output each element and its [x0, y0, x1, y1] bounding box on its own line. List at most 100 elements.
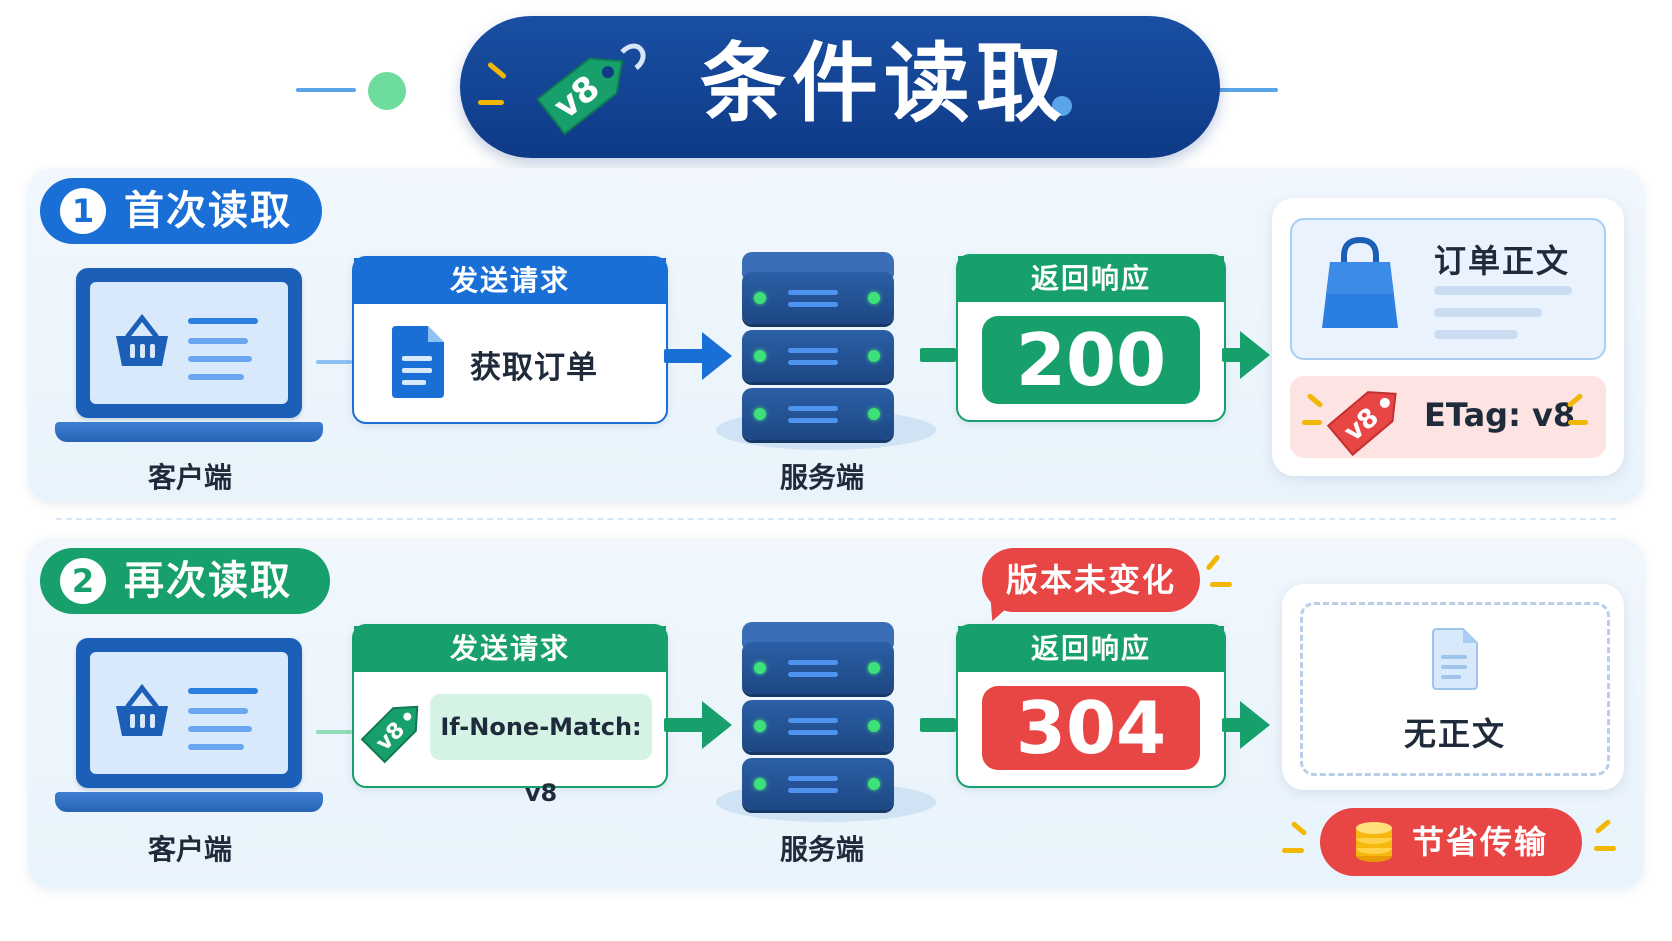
order-body-box: 订单正文	[1290, 218, 1606, 360]
connector-line	[316, 360, 352, 364]
server-led	[868, 292, 880, 304]
screen-line	[188, 726, 252, 732]
request-arrow-2	[664, 718, 704, 732]
laptop-display	[90, 652, 288, 774]
server-led	[754, 778, 766, 790]
request-card-1: 发送请求 获取订单	[352, 256, 668, 424]
response-arrow-head-1	[1240, 331, 1270, 379]
server-led	[754, 662, 766, 674]
client-label-1: 客户端	[147, 461, 232, 494]
response-card-1: 返回响应 200	[956, 254, 1226, 422]
screen-line	[188, 708, 248, 714]
status-code-200: 200	[982, 316, 1200, 404]
server-unit	[742, 272, 894, 324]
screen-line	[188, 374, 244, 380]
saving-badge: 节省传输	[1320, 808, 1582, 876]
header-deco-line-right	[1216, 88, 1278, 92]
title-spark	[486, 61, 508, 80]
document-icon	[392, 326, 444, 398]
result-panel-2: 无正文	[1282, 584, 1624, 790]
server-slot	[788, 348, 838, 353]
version-tag-icon: v8	[536, 43, 646, 136]
server-slot	[788, 788, 838, 793]
laptop-screen	[76, 638, 302, 788]
server-led	[868, 662, 880, 674]
server-connector-1	[920, 348, 956, 362]
server-slot	[788, 302, 838, 307]
response-card-2: 返回响应 304	[956, 624, 1226, 788]
server-led	[868, 408, 880, 420]
section-1-title: 首次读取	[124, 188, 292, 234]
server-unit	[742, 700, 894, 752]
callout-spark	[1210, 582, 1232, 587]
request-card-2: 发送请求 v8 If-None-Match: v8	[352, 624, 668, 807]
text-line	[1434, 330, 1518, 339]
server-label-2: 服务端	[779, 833, 864, 866]
server-slot	[788, 360, 838, 365]
basket-icon	[116, 683, 168, 736]
title-dot	[1052, 96, 1072, 116]
request-body: 获取订单	[470, 350, 598, 386]
title-banner: v8	[460, 16, 1220, 158]
header-deco-dot-left	[368, 72, 406, 110]
server-led	[868, 350, 880, 362]
request-arrow-1	[664, 349, 704, 363]
if-none-match-header: If-None-Match: v8	[430, 694, 652, 807]
basket-icon	[116, 313, 168, 366]
client-label-2: 客户端	[147, 833, 232, 866]
server-led	[868, 720, 880, 732]
server-led	[754, 350, 766, 362]
etag-value: ETag: v8	[1424, 396, 1576, 434]
server-connector-2	[920, 718, 956, 732]
request-arrow-head-2	[702, 701, 732, 749]
server-slot	[788, 672, 838, 677]
screen-line	[188, 688, 258, 694]
title-spark	[478, 100, 504, 105]
response-card-title: 返回响应	[958, 626, 1224, 672]
etag-box: v8 ETag: v8	[1290, 376, 1606, 458]
response-arrow-2	[1222, 718, 1242, 732]
version-unchanged-callout: 版本未变化	[982, 548, 1200, 612]
header-deco-line-left	[296, 88, 356, 92]
page-title: 条件读取	[700, 34, 1068, 134]
laptop-base	[55, 792, 323, 812]
empty-document-icon	[1432, 628, 1478, 690]
server-led	[868, 778, 880, 790]
version-tag-icon: v8	[360, 705, 419, 764]
request-arrow-head-1	[702, 332, 732, 380]
text-line	[1434, 286, 1572, 295]
no-body-label: 无正文	[1403, 715, 1506, 753]
laptop-display	[90, 282, 288, 404]
server-slot	[788, 290, 838, 295]
server-slot	[788, 660, 838, 665]
server-slot	[788, 406, 838, 411]
badge-spark	[1282, 848, 1304, 853]
request-card-title: 发送请求	[354, 626, 666, 672]
server-slot	[788, 730, 838, 735]
text-line	[1434, 308, 1542, 317]
result-panel-1: 订单正文 v8 ETag: v8	[1272, 198, 1624, 476]
server-led	[754, 292, 766, 304]
coin-stack-icon	[1356, 822, 1392, 862]
screen-line	[188, 318, 258, 324]
connector-line	[316, 730, 352, 734]
server-slot	[788, 418, 838, 423]
response-card-title: 返回响应	[958, 256, 1224, 302]
section-1-label: 1 首次读取	[40, 178, 322, 244]
server-led	[754, 408, 766, 420]
server-slot	[788, 776, 838, 781]
shopping-bag-icon	[1322, 236, 1398, 328]
etag-tag-icon: v8	[1326, 391, 1397, 457]
section-2-number: 2	[60, 558, 106, 604]
server-unit	[742, 388, 894, 440]
status-code-304: 304	[982, 686, 1200, 770]
server-label-1: 服务端	[779, 461, 864, 494]
empty-body-box: 无正文	[1300, 602, 1610, 776]
server-unit	[742, 330, 894, 382]
laptop-base	[55, 422, 323, 442]
server-led	[754, 720, 766, 732]
response-arrow-1	[1222, 348, 1242, 362]
section-divider	[56, 518, 1616, 520]
section-2-label: 2 再次读取	[40, 548, 330, 614]
etag-spark	[1302, 420, 1322, 425]
